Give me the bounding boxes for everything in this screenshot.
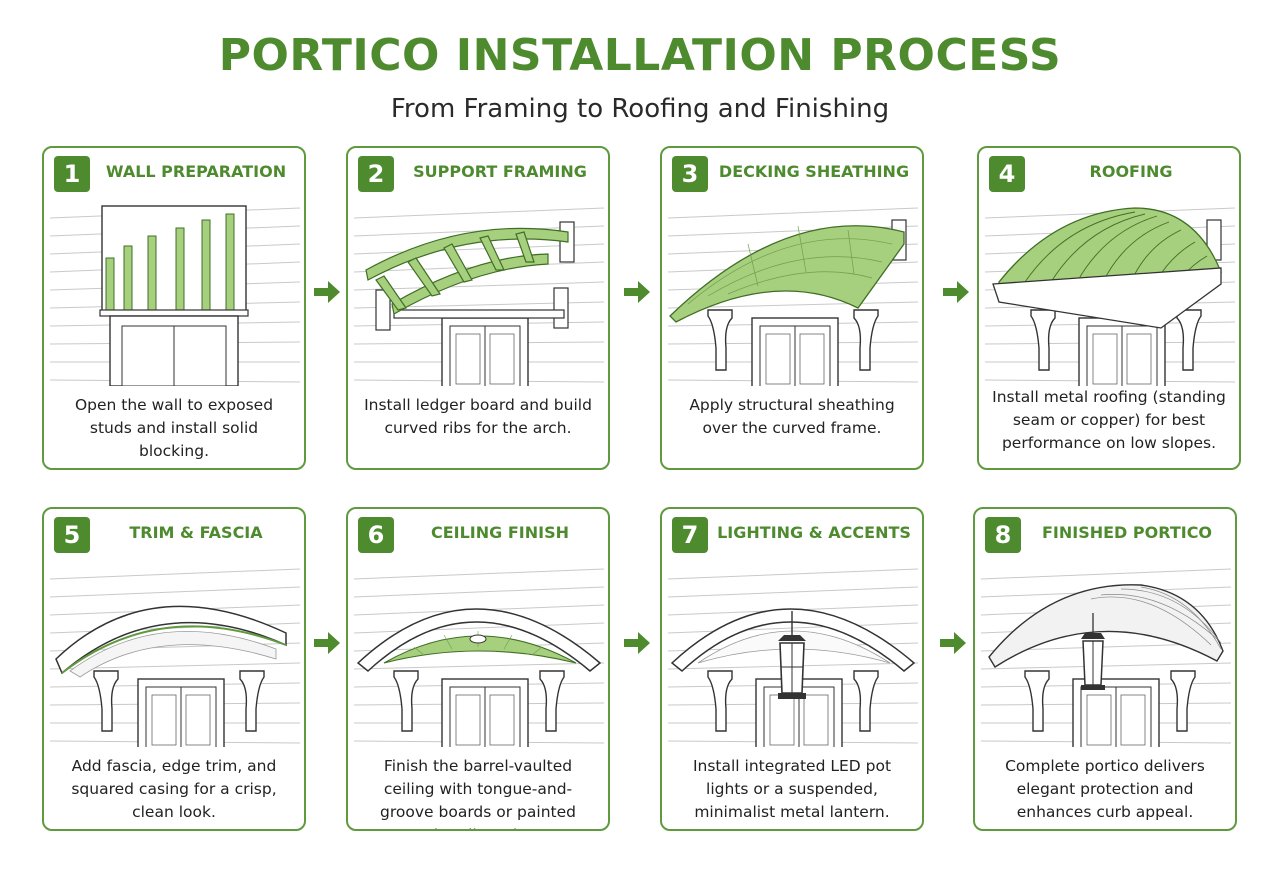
curved-sheathing-illustration <box>668 207 918 386</box>
arrow-right-icon <box>314 632 340 654</box>
step-title: ROOFING <box>1089 162 1173 181</box>
step-title: DECKING SHEATHING <box>718 162 910 181</box>
step-title: FINISHED PORTICO <box>1041 523 1213 542</box>
step-description: Install integrated LED pot lights or a s… <box>692 757 892 821</box>
step-number-badge: 2 <box>358 156 394 192</box>
arrow-right-icon <box>943 281 969 303</box>
arrow-right-icon <box>314 281 340 303</box>
step-description: Finish the barrel-vaulted ceiling with t… <box>380 757 576 829</box>
step-card-7: 7 LIGHTING & ACCENTS Install integrated … <box>660 507 924 831</box>
arrow-right-icon <box>940 632 966 654</box>
page-title: PORTICO INSTALLATION PROCESS <box>218 30 1062 81</box>
step-description: Add fascia, edge trim, and squared casin… <box>71 757 277 821</box>
step-description: Install ledger board and build curved ri… <box>364 396 592 437</box>
step-title: TRIM & FASCIA <box>129 523 263 542</box>
step-number-badge: 6 <box>358 517 394 553</box>
open-wall-studs-illustration <box>50 205 300 386</box>
step-card-4: 4 ROOFING Install metal roofing (standin… <box>977 146 1241 470</box>
arrow-right-icon <box>624 281 650 303</box>
trim-fascia-illustration <box>50 568 300 747</box>
step-number-badge: 7 <box>672 517 708 553</box>
step-number-badge: 1 <box>54 156 90 192</box>
step-title: WALL PREPARATION <box>105 162 287 181</box>
step-card-5: 5 TRIM & FASCIA Add fascia, edge trim, a… <box>42 507 306 831</box>
step-card-2: 2 SUPPORT FRAMING Install ledger board a… <box>346 146 610 470</box>
step-card-6: 6 CEILING FINISH Finish the barrel-vault… <box>346 507 610 831</box>
step-title: SUPPORT FRAMING <box>413 162 587 181</box>
step-description: Open the wall to exposed studs and insta… <box>74 396 274 460</box>
step-number-badge: 5 <box>54 517 90 553</box>
step-number-badge: 8 <box>985 517 1021 553</box>
step-description: Apply structural sheathing over the curv… <box>689 396 895 437</box>
step-number-badge: 3 <box>672 156 708 192</box>
step-title: CEILING FINISH <box>430 523 569 542</box>
step-title: LIGHTING & ACCENTS <box>717 523 911 542</box>
standing-seam-roof-illustration <box>985 207 1235 386</box>
arrow-right-icon <box>624 632 650 654</box>
step-description: Complete portico delivers elegant protec… <box>1005 757 1205 821</box>
step-description: Install metal roofing (standing seam or … <box>992 388 1226 452</box>
step-card-8: 8 FINISHED PORTICO Complete portico deli… <box>973 507 1237 831</box>
barrel-ceiling-illustration <box>354 568 604 747</box>
page-subtitle: From Framing to Roofing and Finishing <box>390 94 890 124</box>
step-number-badge: 4 <box>989 156 1025 192</box>
lantern-lighting-illustration <box>668 568 918 747</box>
step-card-3: 3 DECKING SHEATHING Apply structural she… <box>660 146 924 470</box>
finished-portico-illustration <box>981 568 1231 747</box>
curved-rib-framing-illustration <box>354 207 604 386</box>
step-card-1: 1 WALL PREPARATION Open the wall to expo… <box>42 146 306 470</box>
